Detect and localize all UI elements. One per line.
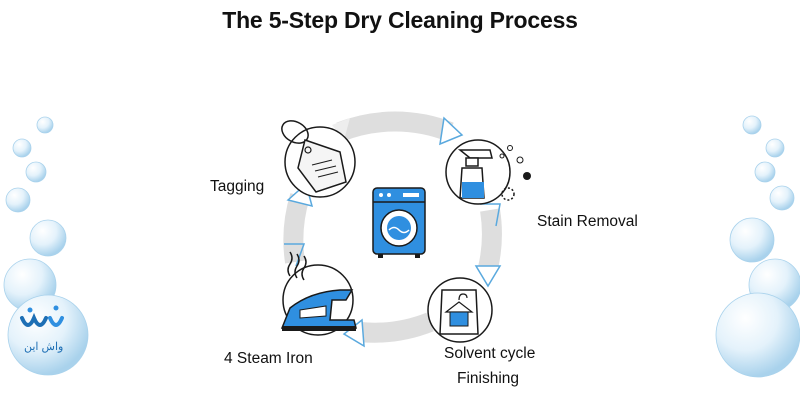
step-label-tagging: Tagging: [210, 178, 265, 195]
bubble-decoration-left: [3, 116, 89, 376]
steam-iron-icon: [280, 251, 357, 336]
step-label-solvent-cycle: Solvent cycle: [444, 345, 536, 362]
bubble-decoration-right: [715, 115, 800, 378]
logo-text: واش این: [24, 341, 64, 353]
page-title: The 5-Step Dry Cleaning Process: [222, 7, 578, 33]
spray-bottle-icon: [445, 139, 531, 205]
arrow-head-1: [439, 116, 464, 146]
washing-machine-icon: [372, 187, 426, 258]
garment-bag-icon: [427, 277, 493, 343]
step-label-steam-iron: 4 Steam Iron: [224, 350, 313, 367]
wash-logo-icon: [20, 305, 64, 327]
step-label-stain-removal: Stain Removal: [537, 213, 638, 230]
arrow-head-2: [474, 265, 502, 288]
tag-icon: [281, 120, 356, 198]
step-label-finishing: Finishing: [457, 370, 520, 387]
